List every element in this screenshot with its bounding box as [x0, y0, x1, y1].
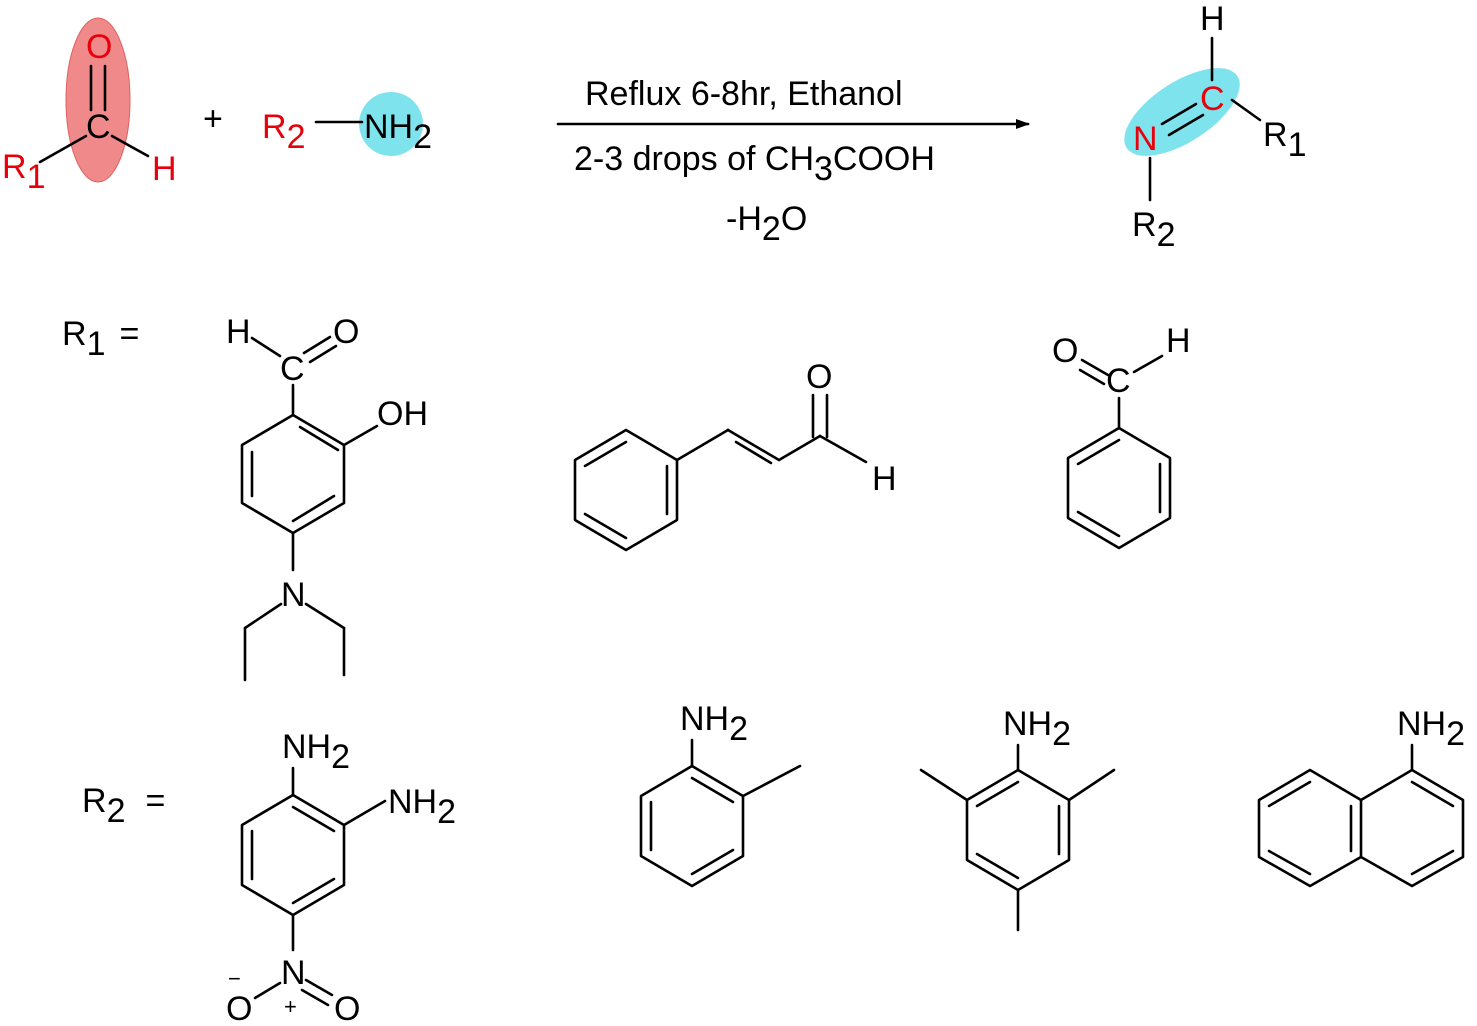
am1-nitro-n: N [281, 954, 306, 992]
aldehyde-hydrogen: H [152, 150, 177, 188]
product-r2: R2 [1132, 206, 1175, 254]
ald1-oxygen: O [333, 313, 359, 351]
product-r1: R1 [1263, 116, 1306, 164]
aldehyde-r1: R1 [2, 148, 45, 196]
ald1-nitrogen: N [281, 576, 306, 614]
reaction-conditions: Reflux 6-8hr, Ethanol 2-3 drops of CH3CO… [556, 75, 1030, 248]
amine-toluidine: NH2 [639, 700, 802, 888]
amine-naphthylamine: NH2 [1257, 705, 1465, 888]
aldehyde-cinnamaldehyde: O H [573, 358, 897, 552]
product-nitrogen: N [1133, 120, 1158, 158]
plus-sign: + [203, 100, 223, 138]
aldehyde-oxygen: O [86, 28, 112, 66]
product-hydrogen: H [1200, 0, 1225, 38]
am1-minus-charge: − [228, 966, 241, 991]
carbonyl-highlight [65, 17, 131, 183]
ald1-carbon: C [280, 350, 305, 388]
am1-nh2-side: NH2 [388, 783, 456, 831]
aldehyde-benzaldehyde: O C H [1052, 322, 1191, 550]
reactant-aldehyde: O C H R1 [2, 17, 177, 196]
condition-reflux: Reflux 6-8hr, Ethanol [585, 75, 903, 113]
amine-nitrophenylenediamine: NH2 NH2 N O O − + [226, 728, 456, 1026]
reactant-amine: R2 NH2 [262, 92, 432, 156]
r2-label: R2= [82, 782, 165, 830]
condition-water-loss: -H2O [726, 200, 807, 248]
am2-nh2: NH2 [680, 700, 748, 748]
am1-nh2-top: NH2 [282, 728, 350, 776]
ald1-hydroxyl: OH [377, 395, 428, 433]
ald3-oxygen: O [1052, 332, 1078, 370]
am3-nh2: NH2 [1003, 705, 1071, 753]
product-imine: H C R1 N R2 [1124, 0, 1306, 254]
ald1-hydrogen: H [226, 313, 251, 351]
ald2-hydrogen: H [872, 460, 897, 498]
amine-highlight [359, 92, 423, 156]
product-carbon: C [1200, 80, 1225, 118]
am4-nh2: NH2 [1397, 705, 1465, 753]
amine-r2: R2 [262, 108, 305, 156]
am1-plus-charge: + [284, 994, 297, 1019]
amine-mesitylamine: NH2 [919, 705, 1116, 932]
ald3-hydrogen: H [1166, 322, 1191, 360]
ald2-oxygen: O [806, 358, 832, 396]
aldehyde-diethylaminosalicyl: H C O OH N [226, 313, 428, 682]
am1-oxygen-left: O [226, 990, 252, 1026]
aldehyde-carbon: C [86, 108, 111, 146]
condition-acid: 2-3 drops of CH3COOH [574, 140, 935, 188]
ald3-carbon: C [1106, 362, 1131, 400]
r1-label: R1= [62, 315, 139, 363]
am1-oxygen-right: O [334, 990, 360, 1026]
amine-nh2: NH2 [364, 108, 432, 156]
